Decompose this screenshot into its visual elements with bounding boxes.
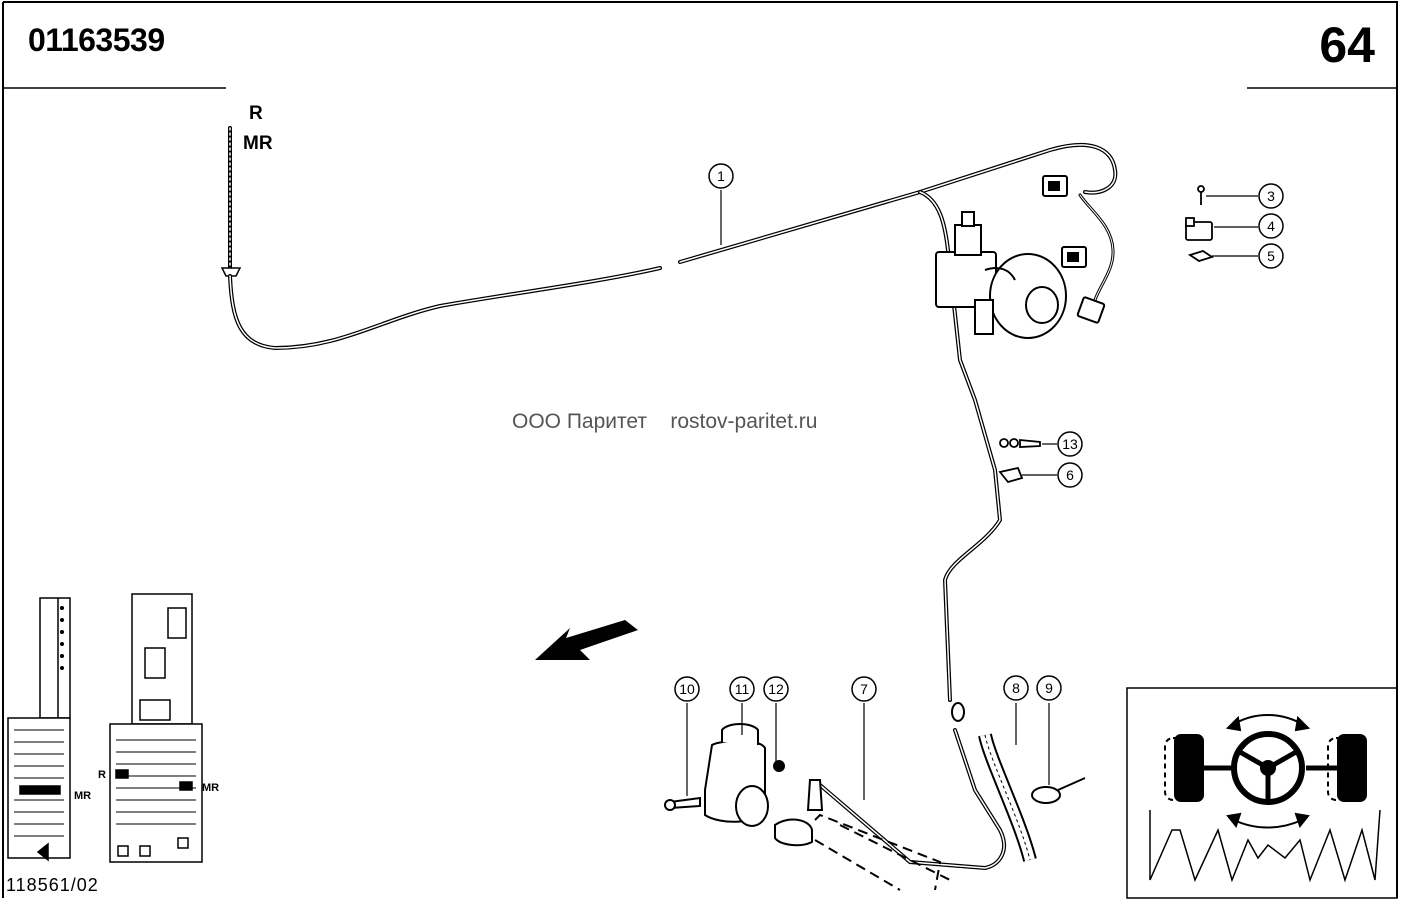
inset-right-label-mr: MR xyxy=(202,782,220,794)
callout-11: 11 xyxy=(729,676,755,702)
callout-12: 12 xyxy=(763,676,789,702)
steering-inset xyxy=(1126,687,1398,899)
cable-label-mr: MR xyxy=(243,133,273,154)
callout-6: 6 xyxy=(1057,462,1083,488)
reference-number: 118561/02 xyxy=(6,875,99,896)
svg-text:9: 9 xyxy=(1045,680,1053,696)
reference-prefix: 118561 xyxy=(6,875,71,895)
reference-suffix: /02 xyxy=(70,875,99,895)
direction-arrow xyxy=(535,620,638,660)
lower-parts xyxy=(664,723,1086,891)
svg-text:4: 4 xyxy=(1267,218,1275,234)
callout-3: 3 xyxy=(1258,183,1284,209)
svg-text:6: 6 xyxy=(1066,467,1074,483)
callout-leaders xyxy=(686,190,1258,800)
svg-text:11: 11 xyxy=(735,681,750,697)
callout-5: 5 xyxy=(1258,243,1284,269)
connector-plugs xyxy=(1042,175,1106,324)
callout-13: 13 xyxy=(1057,431,1083,457)
inset-right-label-r: R xyxy=(98,769,106,781)
pump-motor-assembly xyxy=(935,211,1067,339)
document-number: 01163539 xyxy=(28,22,165,58)
watermark-site: rostov-paritet.ru xyxy=(670,410,818,433)
svg-text:1: 1 xyxy=(717,168,725,184)
callout-markers: 1 3 4 5 13 6 10 11 12 7 8 9 xyxy=(674,163,1284,702)
cable-harness xyxy=(220,126,1118,871)
callout-1: 1 xyxy=(708,163,734,189)
cable-label-r: R xyxy=(249,103,263,124)
callout-4: 4 xyxy=(1258,213,1284,239)
svg-text:10: 10 xyxy=(679,681,695,697)
inset-left-label-mr: MR xyxy=(74,790,92,802)
svg-text:8: 8 xyxy=(1012,680,1020,696)
watermark: ООО Паритет rostov-paritet.ru xyxy=(512,410,817,434)
callout-8: 8 xyxy=(1003,675,1029,701)
page-number: 64 xyxy=(1319,17,1375,73)
watermark-company: ООО Паритет xyxy=(512,410,648,433)
callout-9: 9 xyxy=(1036,675,1062,701)
callout-10: 10 xyxy=(674,676,700,702)
small-parts-right xyxy=(998,185,1215,484)
svg-text:5: 5 xyxy=(1267,248,1275,264)
svg-text:13: 13 xyxy=(1062,436,1078,452)
svg-text:7: 7 xyxy=(860,681,868,697)
svg-text:3: 3 xyxy=(1267,188,1275,204)
svg-text:12: 12 xyxy=(768,681,784,697)
callout-7: 7 xyxy=(851,676,877,702)
control-panel-inset xyxy=(7,593,203,863)
